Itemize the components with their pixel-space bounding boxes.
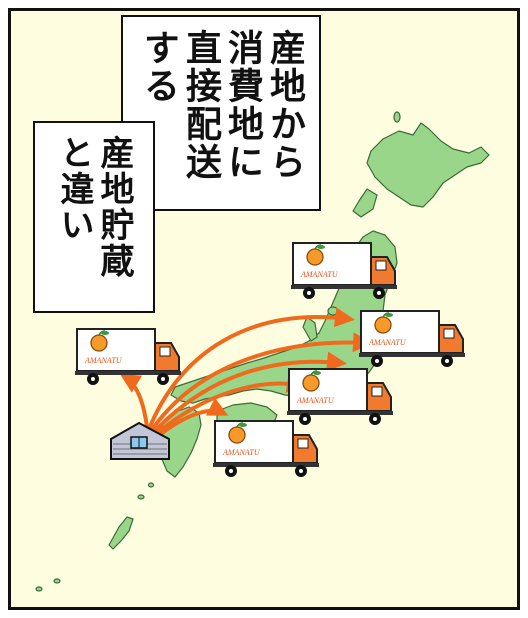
truck-icon	[358, 310, 466, 368]
caption-line: する	[138, 29, 179, 105]
truck-icon	[212, 420, 320, 478]
arrow-icon	[151, 351, 347, 435]
caption-line: 産地貯蔵	[94, 135, 134, 279]
truck-icon	[286, 368, 394, 426]
arrow-icon	[147, 307, 355, 431]
caption-line: と違い	[54, 135, 94, 243]
delivery-arrows	[119, 307, 373, 439]
caption-line: 消費地に	[222, 29, 263, 181]
caption-line: 産地から	[264, 29, 305, 181]
arrow-icon	[149, 332, 373, 433]
arrow-icon	[119, 373, 149, 429]
arrow-icon	[155, 397, 229, 439]
caption-unlike-storage: 産地貯蔵 と違い	[33, 121, 155, 313]
comic-panel: AMANATU	[8, 8, 520, 610]
caption-line: 直接配送	[180, 29, 221, 181]
warehouse-icon	[110, 421, 170, 460]
arrow-icon	[153, 373, 307, 437]
japan-delivery-illustration: AMANATU	[35, 111, 490, 592]
